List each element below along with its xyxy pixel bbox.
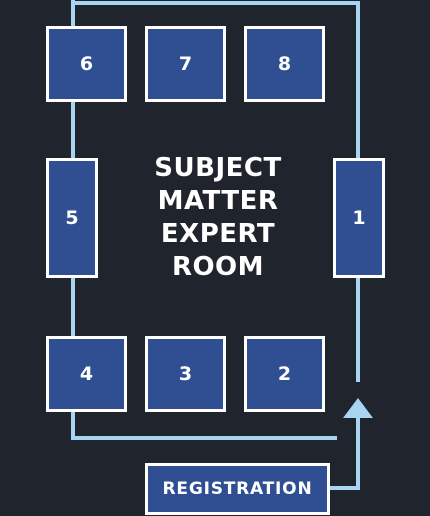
room-title-line-3: EXPERT [160, 219, 276, 249]
station-3[interactable]: 3 [145, 336, 226, 412]
station-8[interactable]: 8 [244, 26, 325, 102]
station-8-label: 8 [277, 53, 292, 75]
station-6[interactable]: 6 [46, 26, 127, 102]
flow-path-entry [328, 416, 360, 490]
station-7[interactable]: 7 [145, 26, 226, 102]
station-3-label: 3 [178, 363, 193, 385]
station-4[interactable]: 4 [46, 336, 127, 412]
station-6-label: 6 [79, 53, 94, 75]
room-title: SUBJECT MATTER EXPERT ROOM [128, 152, 308, 284]
registration-box[interactable]: REGISTRATION [145, 463, 330, 515]
station-5[interactable]: 5 [46, 158, 98, 278]
flow-path-bottom [71, 408, 337, 440]
room-title-line-4: ROOM [171, 252, 265, 282]
room-title-line-2: MATTER [157, 186, 279, 216]
arrow-up-icon [343, 398, 373, 418]
station-2[interactable]: 2 [244, 336, 325, 412]
room-title-line-1: SUBJECT [154, 153, 282, 183]
station-2-label: 2 [277, 363, 292, 385]
registration-label: REGISTRATION [162, 479, 313, 499]
station-7-label: 7 [178, 53, 193, 75]
station-1[interactable]: 1 [333, 158, 385, 278]
station-5-label: 5 [65, 207, 79, 229]
station-1-label: 1 [352, 207, 366, 229]
station-4-label: 4 [79, 363, 94, 385]
